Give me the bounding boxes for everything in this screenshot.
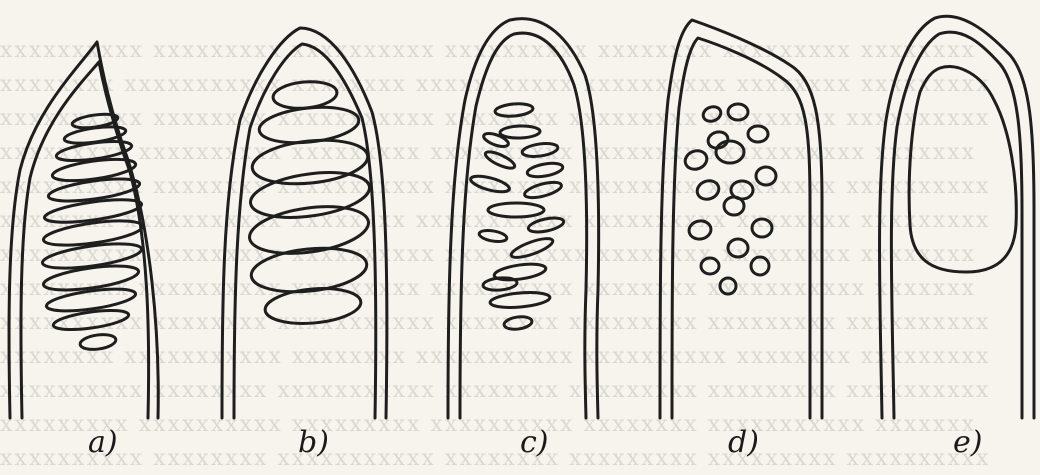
panel-a-cell [9, 42, 158, 418]
panel-d-granules [683, 104, 776, 294]
panel-c-chloroplasts [469, 102, 565, 331]
panel-c-inner-wall [460, 33, 587, 418]
panel-b-cell [222, 28, 387, 418]
panel-b-label: b) [298, 425, 329, 460]
panel-a-label: a) [88, 425, 118, 460]
panel-b-outer-wall [222, 28, 387, 418]
panel-d-inner-wall [672, 38, 810, 418]
panel-c-label: c) [520, 425, 549, 460]
panel-e-cell [880, 16, 1035, 418]
panel-e-vacuole [909, 67, 1016, 272]
panel-c-cell [448, 19, 599, 418]
panel-b-disks [247, 79, 373, 327]
panel-e-outer-wall [880, 16, 1035, 418]
panel-e-label: e) [953, 425, 982, 460]
panel-d-cell [660, 20, 822, 418]
panel-b-inner-wall [234, 44, 376, 418]
panel-d-label: d) [728, 425, 759, 460]
panel-a-disks [41, 112, 144, 352]
panel-a-outer-wall [9, 42, 158, 418]
panel-c-outer-wall [448, 19, 599, 418]
